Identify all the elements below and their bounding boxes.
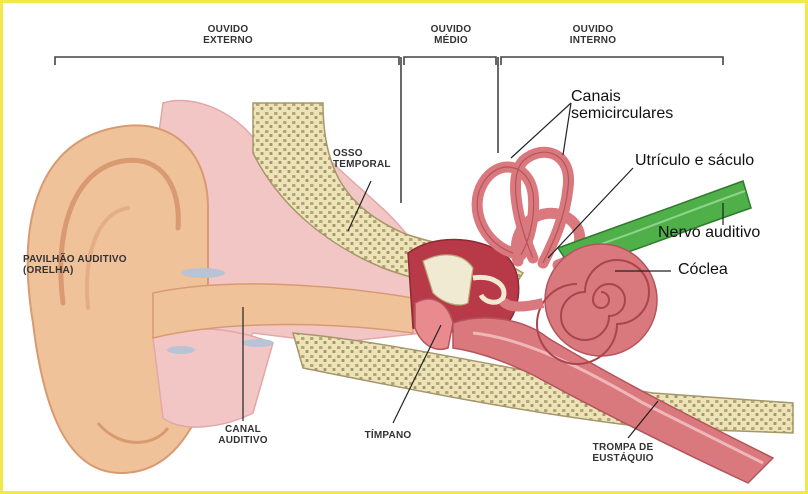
- label-eardrum: TÍMPANO: [343, 430, 433, 442]
- pinna-line-1: PAVILHÃO AUDITIVO: [23, 254, 127, 265]
- leader-lines: [242, 102, 724, 439]
- ear-illustration: [26, 56, 794, 484]
- cochlea: [498, 243, 658, 365]
- eustachian-line-1: TROMPA DE: [592, 442, 654, 453]
- label-temporal-bone: OSSO TEMPORAL: [333, 148, 403, 170]
- utricle-text: Utrículo e sáculo: [635, 152, 755, 169]
- label-eustachian: TROMPA DE EUSTÁQUIO: [578, 442, 668, 464]
- temporal-line-2: TEMPORAL: [333, 158, 391, 170]
- section-brackets: [54, 56, 724, 203]
- outer-ear-line-2: EXTERNO: [203, 34, 253, 46]
- nerve-text: Nervo auditivo: [658, 224, 761, 241]
- semicircular-line-2: semicirculares: [571, 104, 674, 122]
- middle-ear-line-2: MÉDIO: [434, 34, 468, 46]
- inner-ear-line-1: OUVIDO: [572, 24, 614, 35]
- pinna-line-2: (ORELHA): [23, 264, 74, 276]
- label-cochlea: Cóclea: [678, 261, 728, 279]
- label-nerve: Nervo auditivo: [658, 224, 761, 242]
- eardrum: [414, 298, 454, 350]
- canal-line-1: CANAL: [225, 424, 261, 435]
- eustachian-line-2: EUSTÁQUIO: [592, 452, 654, 464]
- temporal-line-1: OSSO: [333, 148, 363, 159]
- cochlea-text: Cóclea: [678, 261, 728, 278]
- label-middle-ear: OUVIDO MÉDIO: [411, 24, 491, 46]
- middle-ear-line-1: OUVIDO: [430, 24, 472, 35]
- label-semicircular: Canais semicirculares: [571, 88, 674, 123]
- eardrum-text: TÍMPANO: [364, 430, 412, 441]
- label-outer-ear: OUVIDO EXTERNO: [183, 24, 273, 46]
- inner-ear-line-2: INTERNO: [569, 34, 617, 46]
- outer-ear-line-1: OUVIDO: [207, 24, 249, 35]
- label-ear-canal: CANAL AUDITIVO: [203, 424, 283, 446]
- canal-line-2: AUDITIVO: [218, 434, 268, 446]
- semicircular-line-1: Canais: [571, 88, 621, 105]
- ear-canal: [152, 268, 414, 354]
- label-pinna: PAVILHÃO AUDITIVO (ORELHA): [23, 254, 127, 276]
- label-utricle: Utrículo e sáculo: [635, 152, 755, 170]
- label-inner-ear: OUVIDO INTERNO: [548, 24, 638, 46]
